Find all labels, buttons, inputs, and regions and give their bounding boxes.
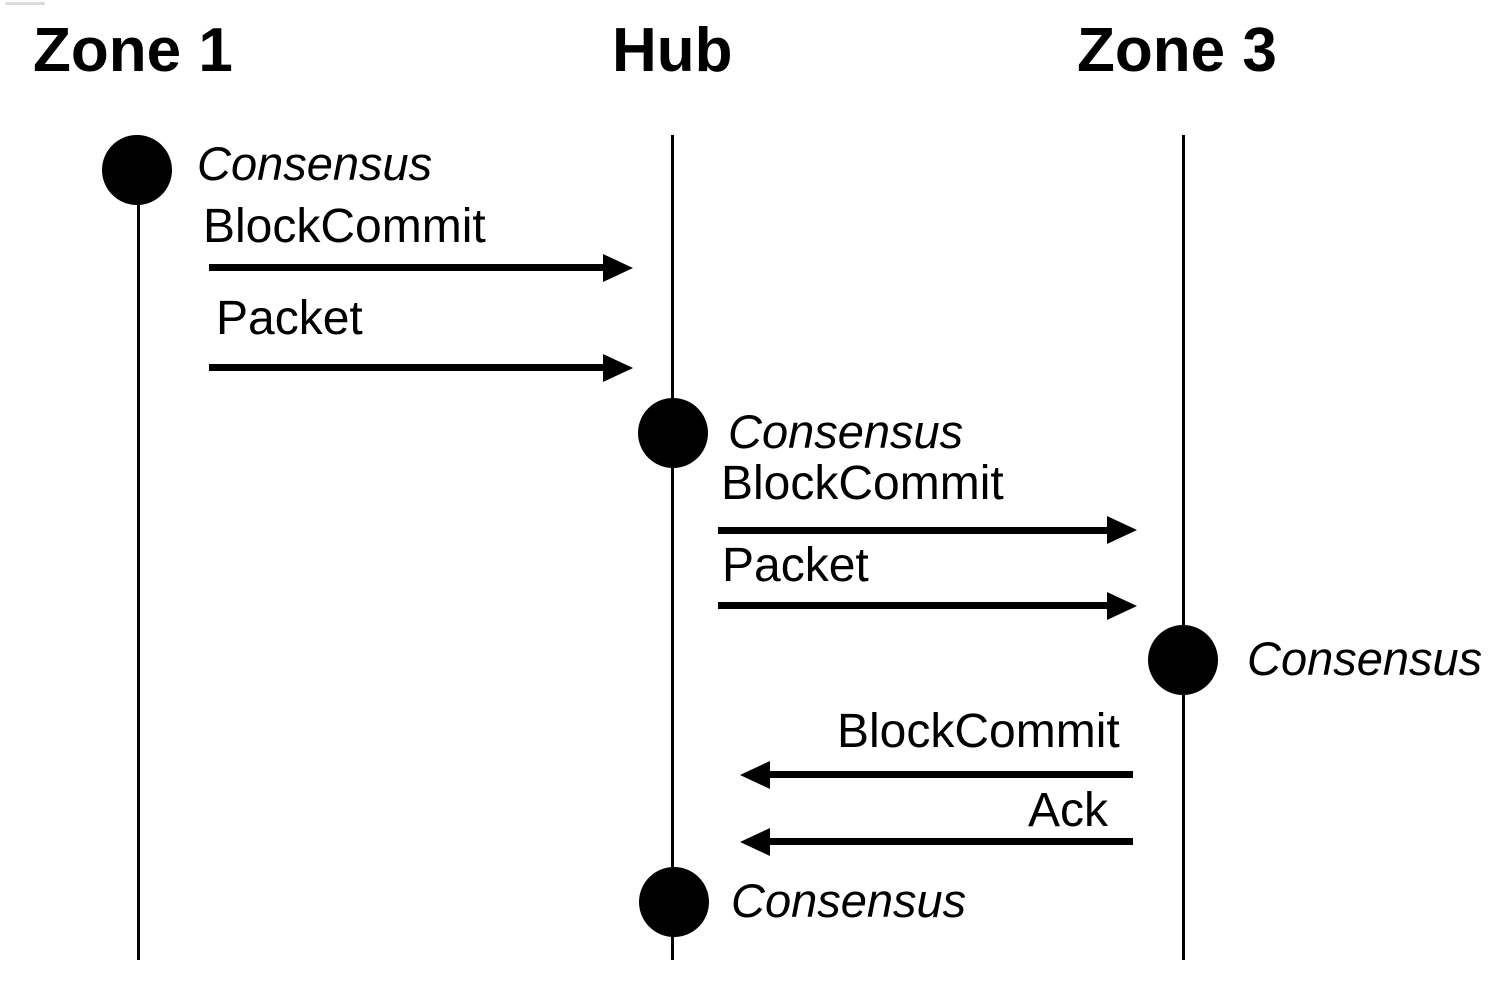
message-label-packet-1: Packet [216, 292, 363, 345]
lifeline-zone1 [137, 135, 140, 960]
consensus-dot-hub-1 [638, 398, 708, 468]
consensus-label-zone3: Consensus [1247, 632, 1483, 685]
participant-title-zone3: Zone 3 [1077, 16, 1277, 85]
consensus-dot-zone1 [102, 135, 172, 205]
arrowhead-right-icon [603, 354, 633, 382]
arrowhead-right-icon [1107, 516, 1137, 544]
message-label-ack: Ack [1028, 784, 1109, 837]
lifeline-zone3 [1182, 135, 1185, 960]
consensus-label-hub-2: Consensus [731, 874, 967, 927]
arrow-shaft-blockcommit-1 [209, 264, 604, 271]
arrowhead-left-icon [740, 828, 770, 856]
arrow-shaft-ack [769, 838, 1133, 845]
window-artifact-line [5, 2, 45, 5]
participant-title-hub: Hub [612, 16, 733, 85]
arrow-shaft-packet-2 [718, 602, 1108, 609]
arrowhead-left-icon [740, 761, 770, 789]
consensus-dot-zone3 [1148, 625, 1218, 695]
lifeline-hub [671, 135, 674, 960]
consensus-label-hub-1: Consensus [728, 405, 964, 458]
participant-title-zone1: Zone 1 [33, 16, 233, 85]
arrow-shaft-blockcommit-3 [769, 771, 1133, 778]
message-label-blockcommit-3: BlockCommit [837, 705, 1120, 758]
message-label-packet-2: Packet [722, 539, 869, 592]
message-label-blockcommit-1: BlockCommit [203, 200, 486, 253]
arrow-shaft-packet-1 [209, 364, 604, 371]
message-label-blockcommit-2: BlockCommit [721, 457, 1004, 510]
consensus-dot-hub-2 [639, 867, 709, 937]
arrow-shaft-blockcommit-2 [718, 527, 1108, 534]
arrowhead-right-icon [603, 254, 633, 282]
arrowhead-right-icon [1107, 592, 1137, 620]
consensus-label-zone1: Consensus [197, 137, 433, 190]
